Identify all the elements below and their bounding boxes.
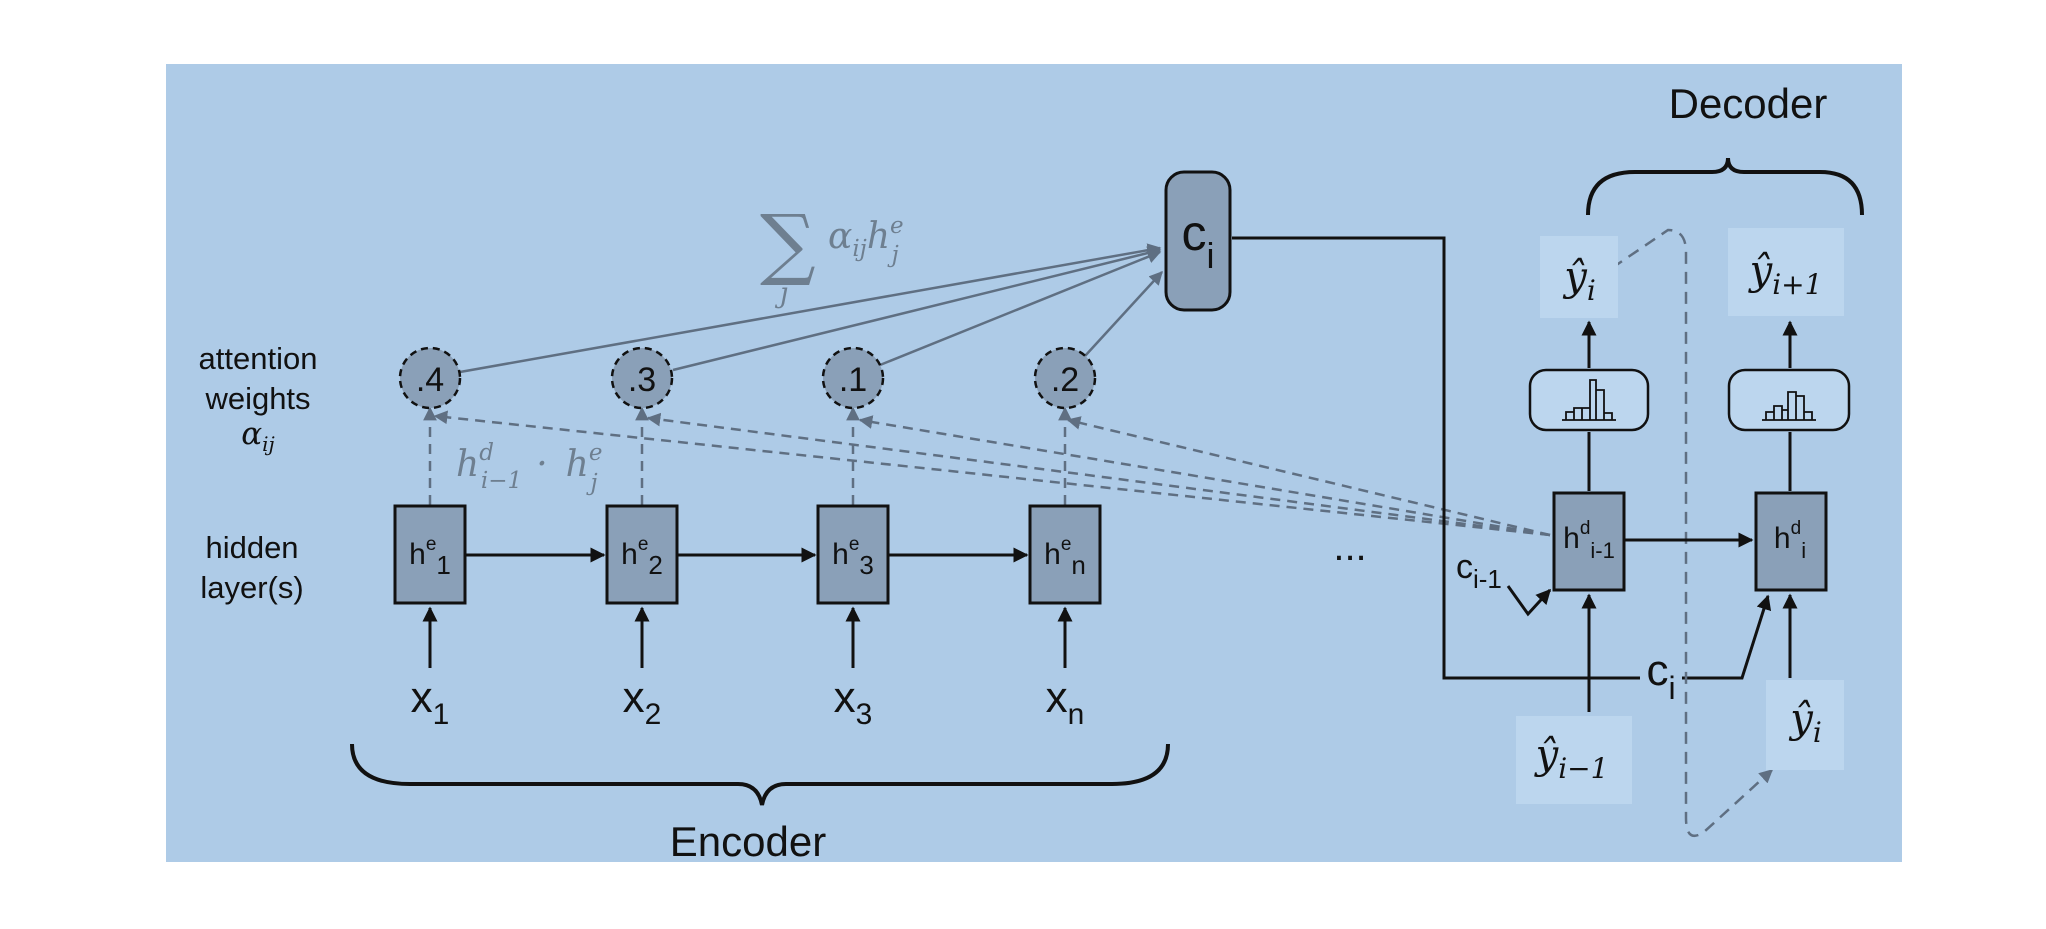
decoder-cell-label: hdi	[1774, 518, 1806, 563]
output-y-i-bottom: ŷi	[1766, 680, 1844, 770]
sum-symbol: ∑	[760, 199, 816, 289]
encoder-label: Encoder	[670, 818, 826, 865]
decoder-brace	[1586, 157, 1864, 216]
attention-weight-4: .2	[1033, 346, 1097, 410]
input-x1: x1	[411, 673, 450, 731]
output-y-i-minus-1-bottom: ŷi−1	[1516, 716, 1632, 804]
context-bottom-label-bg	[1640, 655, 1682, 705]
output-y-i-top: ŷi	[1540, 236, 1618, 318]
diagram-panel	[166, 64, 1902, 862]
weight-to-context-line-4	[1084, 270, 1163, 357]
output-label: ŷi	[1788, 696, 1822, 749]
input-xn: xn	[1046, 673, 1085, 731]
weight-to-context-line-3	[879, 250, 1162, 367]
output-label: ŷi−1	[1534, 732, 1609, 785]
hidden-layer-label-line1: hidden	[205, 530, 298, 565]
decoder-label: Decoder	[1669, 80, 1828, 127]
weight-value: .4	[416, 361, 444, 399]
encoder-brace	[350, 743, 1170, 806]
encoder-cell-n: hen	[1028, 504, 1102, 605]
hidden-layer-label-line2: layer(s)	[200, 570, 303, 605]
weight-to-context-line-2	[672, 246, 1162, 372]
score-arrow-2	[646, 412, 1551, 537]
output-label: ŷi	[1562, 254, 1596, 307]
encoder-cell-label: hen	[1044, 534, 1086, 580]
encoder-cell-label: he1	[409, 534, 451, 580]
attention-label-line1: attention	[199, 341, 318, 376]
context-prev-label: ci-1	[1456, 548, 1502, 594]
ellipsis: ...	[1333, 525, 1366, 569]
encoder-cell-label: he3	[832, 534, 874, 580]
context-bottom-label: ci	[1646, 646, 1675, 706]
weight-value: .3	[628, 361, 656, 399]
encoder-cell-2: he2	[605, 504, 679, 605]
alpha-ij-label: αij	[241, 416, 275, 456]
decoder-cell-current: hdi	[1754, 491, 1828, 592]
softmax-box-prev	[1528, 368, 1650, 432]
attention-weight-1: .4	[398, 346, 462, 410]
score-arrow-4	[1066, 416, 1551, 537]
input-x3: x3	[834, 673, 873, 731]
softmax-box-current	[1727, 368, 1851, 432]
output-feedback-dashed-line	[1611, 228, 1774, 837]
output-label: ŷi+1	[1748, 248, 1823, 301]
decoder-cell-label: hdi-1	[1563, 518, 1615, 563]
weight-value: .1	[839, 361, 867, 399]
attention-weight-2: .3	[610, 346, 674, 410]
decoder-cell-prev: hdi-1	[1552, 491, 1626, 592]
context-vector-label: ci	[1182, 205, 1215, 276]
output-y-i-plus-1-top: ŷi+1	[1728, 228, 1844, 316]
encoder-cell-1: he1	[393, 504, 467, 605]
score-arrow-3	[858, 415, 1551, 537]
context-routing-line	[1232, 236, 1772, 680]
input-x2: x2	[623, 673, 662, 731]
weight-value: .2	[1051, 361, 1079, 399]
context-vector-box	[1164, 170, 1232, 312]
weight-to-context-line-1	[459, 243, 1162, 374]
attention-label-line2: weights	[204, 381, 310, 416]
attention-weight-3: .1	[821, 346, 885, 410]
encoder-cell-3: he3	[816, 504, 890, 605]
context-prev-arrow	[1506, 585, 1552, 617]
encoder-cell-label: he2	[621, 534, 663, 580]
